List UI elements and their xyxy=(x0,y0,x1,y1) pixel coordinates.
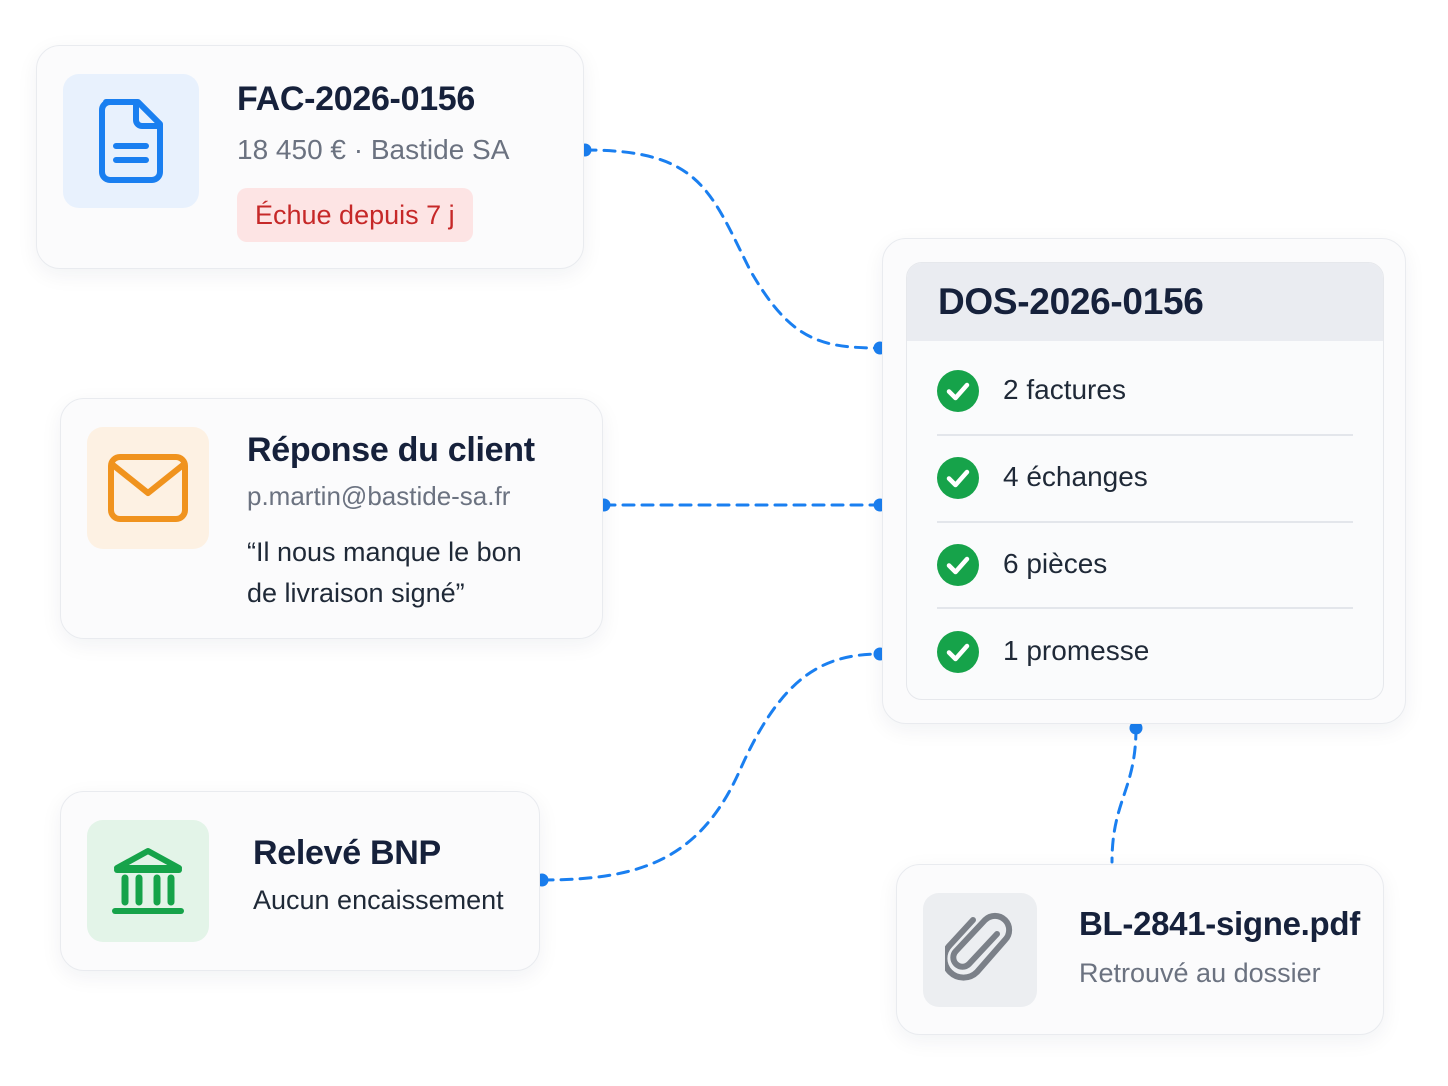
bank-title: Relevé BNP xyxy=(253,834,441,872)
list-item: 4 échanges xyxy=(937,435,1353,521)
connector-node xyxy=(1129,721,1143,735)
document-icon xyxy=(99,99,163,183)
bank-card[interactable]: Relevé BNP Aucun encaissement xyxy=(60,791,540,971)
check-circle-icon xyxy=(937,544,979,586)
list-item: 6 pièces xyxy=(937,522,1353,608)
divider xyxy=(937,434,1353,436)
attachment-filename: BL-2841-signe.pdf xyxy=(1079,905,1360,942)
bank-subtitle: Aucun encaissement xyxy=(253,885,504,915)
dossier-panel: DOS-2026-0156 2 factures 4 échanges 6 pi… xyxy=(906,262,1384,700)
paperclip-icon xyxy=(945,912,1013,981)
connector-dossier-attachment xyxy=(1110,726,1138,864)
email-title: Réponse du client xyxy=(247,431,535,469)
dossier-item-label: 1 promesse xyxy=(1003,635,1150,666)
email-card[interactable]: Réponse du client p.martin@bastide-sa.fr… xyxy=(60,398,603,639)
check-circle-icon xyxy=(937,370,979,412)
dossier-title: DOS-2026-0156 xyxy=(938,281,1204,322)
connector-invoice-dossier xyxy=(583,148,882,350)
list-item: 2 factures xyxy=(937,348,1353,434)
bank-icon xyxy=(112,848,184,914)
check-circle-icon xyxy=(937,457,979,499)
list-item: 1 promesse xyxy=(937,609,1353,695)
divider xyxy=(937,607,1353,609)
attachment-subtitle: Retrouvé au dossier xyxy=(1079,958,1321,988)
invoice-card[interactable]: FAC-2026-0156 18 450 € · Bastide SA Échu… xyxy=(36,45,584,269)
dossier-header: DOS-2026-0156 xyxy=(907,263,1383,341)
status-badge: Échue depuis 7 j xyxy=(237,188,473,242)
invoice-number: FAC-2026-0156 xyxy=(237,80,476,118)
attachment-icon-box xyxy=(923,893,1037,1007)
attachment-card[interactable]: BL-2841-signe.pdf Retrouvé au dossier xyxy=(896,864,1384,1035)
divider xyxy=(937,521,1353,523)
email-quote-line-2: de livraison signé” xyxy=(247,578,465,608)
status-badge-label: Échue depuis 7 j xyxy=(255,199,455,230)
check-circle-icon xyxy=(937,631,979,673)
connector-bank-dossier xyxy=(540,652,882,882)
email-icon-box xyxy=(87,427,209,549)
mail-icon xyxy=(108,454,188,522)
email-sender: p.martin@bastide-sa.fr xyxy=(247,481,511,511)
bank-icon-box xyxy=(87,820,209,942)
dossier-item-label: 4 échanges xyxy=(1003,461,1148,492)
invoice-icon-box xyxy=(63,74,199,208)
invoice-amount-client: 18 450 € · Bastide SA xyxy=(237,134,510,165)
dossier-item-label: 2 factures xyxy=(1003,374,1126,405)
email-quote-line-1: “Il nous manque le bon xyxy=(247,537,522,567)
dossier-item-label: 6 pièces xyxy=(1003,548,1108,579)
